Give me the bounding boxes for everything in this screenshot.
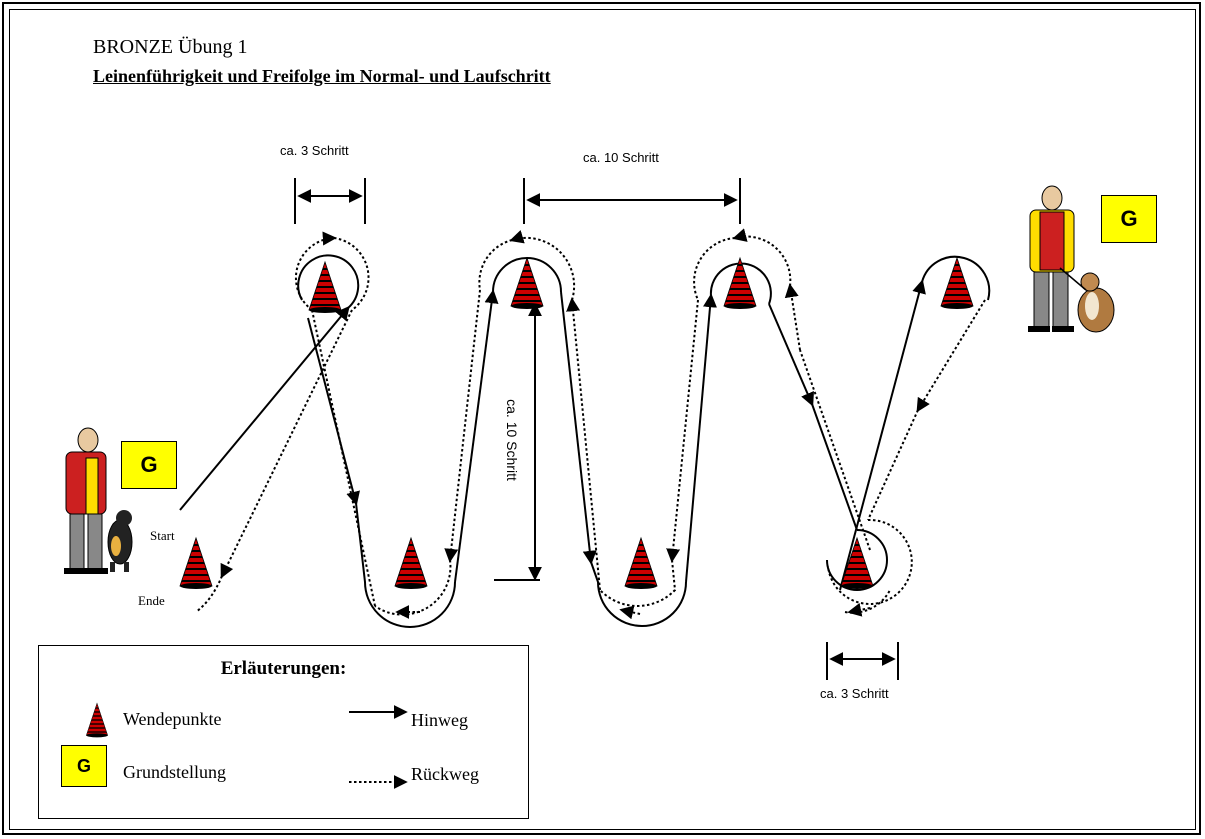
outward-path bbox=[179, 254, 991, 628]
dimension-bottom-small bbox=[826, 642, 899, 680]
dimension-vertical bbox=[494, 302, 542, 581]
return-path bbox=[195, 228, 986, 620]
cone-start bbox=[179, 537, 213, 590]
dog-left-figure bbox=[107, 510, 133, 572]
legend-g-badge: G bbox=[61, 745, 107, 787]
legend-outward: Hinweg bbox=[411, 710, 468, 730]
label-width-small-bottom: ca. 3 Schritt bbox=[820, 686, 889, 701]
dog-right-figure bbox=[1059, 267, 1115, 333]
dotted-arrow-icon bbox=[349, 775, 408, 789]
handler-left-figure bbox=[64, 427, 108, 574]
cone-7 bbox=[840, 537, 874, 590]
grundstellung-badge-right: G bbox=[1101, 195, 1157, 243]
cone-5 bbox=[394, 537, 428, 590]
dimension-top-large bbox=[523, 178, 741, 224]
label-width-large-top: ca. 10 Schritt bbox=[583, 150, 659, 165]
legend-return: Rückweg bbox=[411, 764, 479, 784]
legend-turning-points: Wendepunkte bbox=[123, 709, 222, 729]
grundstellung-badge-left: G bbox=[121, 441, 177, 489]
page-subtitle: Leinenführigkeit und Freifolge im Normal… bbox=[93, 66, 551, 86]
label-width-small-top: ca. 3 Schritt bbox=[280, 143, 349, 158]
cone-4 bbox=[940, 257, 974, 310]
cone-6 bbox=[624, 537, 658, 590]
inner-frame bbox=[9, 9, 1196, 830]
legend-box: Erläuterungen: Wendepunkte Hinweg G Grun… bbox=[38, 645, 529, 819]
legend-basic-position: Grundstellung bbox=[123, 762, 226, 782]
label-start: Start bbox=[150, 528, 175, 543]
cone-2 bbox=[510, 257, 544, 310]
label-end: Ende bbox=[138, 593, 165, 608]
handler-right-figure bbox=[1028, 185, 1075, 332]
page-title: BRONZE Übung 1 bbox=[93, 36, 248, 58]
legend-title: Erläuterungen: bbox=[220, 658, 347, 679]
label-height-vertical: ca. 10 Schritt bbox=[504, 399, 520, 481]
cone-legend-icon bbox=[86, 702, 108, 738]
cone-1 bbox=[308, 261, 342, 314]
dimension-top-small bbox=[294, 178, 366, 224]
solid-arrow-icon bbox=[349, 705, 408, 719]
